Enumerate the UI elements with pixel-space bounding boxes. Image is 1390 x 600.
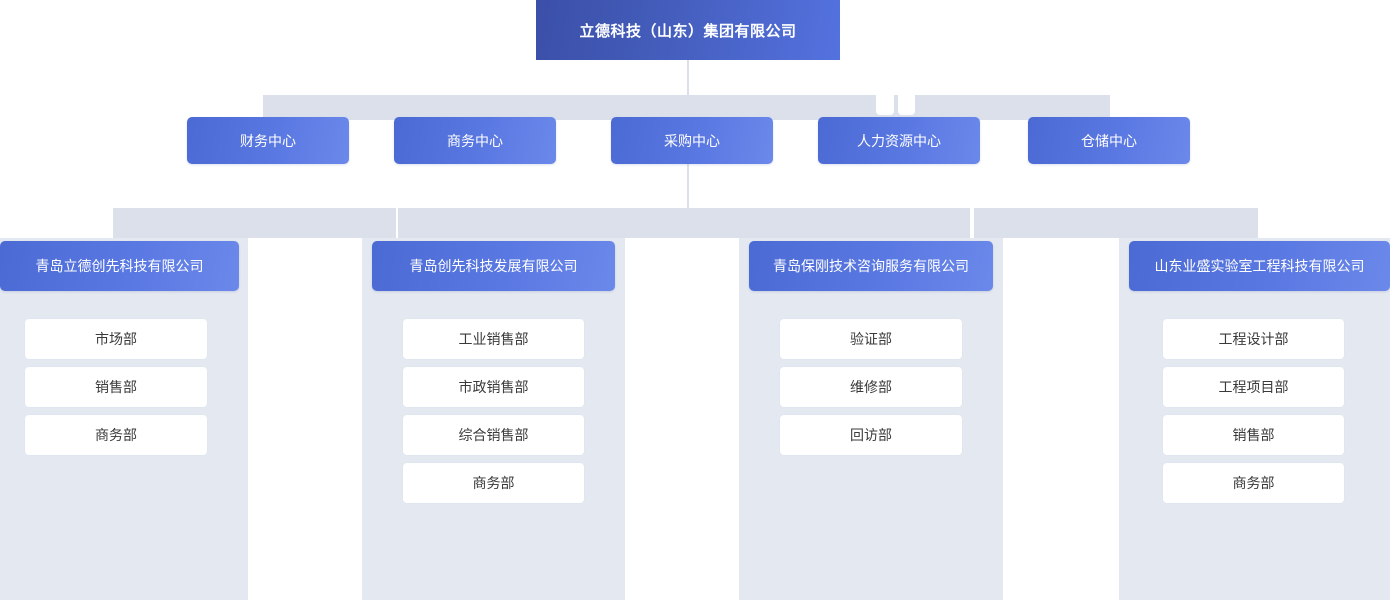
- leaf-node-dept[interactable]: 销售部: [25, 367, 207, 407]
- leaf-node-dept[interactable]: 验证部: [780, 319, 962, 359]
- leaf-node-dept[interactable]: 工程设计部: [1163, 319, 1344, 359]
- center-node-warehouse[interactable]: 仓储中心: [1028, 117, 1190, 164]
- leaf-node-dept[interactable]: 维修部: [780, 367, 962, 407]
- center-node-hr[interactable]: 人力资源中心: [818, 117, 980, 164]
- leaf-node-dept[interactable]: 市场部: [25, 319, 207, 359]
- leaf-list-3: 验证部 维修部 回访部: [780, 319, 962, 455]
- center-node-purchasing[interactable]: 采购中心: [611, 117, 773, 164]
- leaf-node-dept[interactable]: 市政销售部: [403, 367, 584, 407]
- leaf-list-2: 工业销售部 市政销售部 综合销售部 商务部: [403, 319, 584, 503]
- leaf-node-dept[interactable]: 工业销售部: [403, 319, 584, 359]
- sub-header-qingdao-lide-chuangxian[interactable]: 青岛立德创先科技有限公司: [0, 241, 239, 291]
- connector-notch-level2-b: [898, 95, 915, 115]
- leaf-list-1: 市场部 销售部 商务部: [25, 319, 207, 455]
- leaf-list-4: 工程设计部 工程项目部 销售部 商务部: [1163, 319, 1344, 503]
- root-node-group-company[interactable]: 立德科技（山东）集团有限公司: [536, 0, 840, 60]
- connector-bar-level2: [263, 95, 1110, 120]
- connector-notch-level3-right: [970, 208, 974, 238]
- sub-header-shandong-yesheng[interactable]: 山东业盛实验室工程科技有限公司: [1129, 241, 1390, 291]
- leaf-node-dept[interactable]: 商务部: [403, 463, 584, 503]
- leaf-node-dept[interactable]: 工程项目部: [1163, 367, 1344, 407]
- connector-bar-level3: [113, 208, 1258, 238]
- center-node-business[interactable]: 商务中心: [394, 117, 556, 164]
- connector-notch-level2-a: [876, 95, 894, 115]
- connector-level2-drop: [687, 120, 689, 209]
- sub-header-qingdao-baogang[interactable]: 青岛保刚技术咨询服务有限公司: [749, 241, 993, 291]
- leaf-node-dept[interactable]: 综合销售部: [403, 415, 584, 455]
- leaf-node-dept[interactable]: 商务部: [25, 415, 207, 455]
- connector-root-drop: [687, 60, 689, 96]
- leaf-node-dept[interactable]: 销售部: [1163, 415, 1344, 455]
- leaf-node-dept[interactable]: 商务部: [1163, 463, 1344, 503]
- center-node-finance[interactable]: 财务中心: [187, 117, 349, 164]
- connector-notch-level3-left: [396, 208, 398, 238]
- sub-header-qingdao-chuangxian[interactable]: 青岛创先科技发展有限公司: [372, 241, 615, 291]
- leaf-node-dept[interactable]: 回访部: [780, 415, 962, 455]
